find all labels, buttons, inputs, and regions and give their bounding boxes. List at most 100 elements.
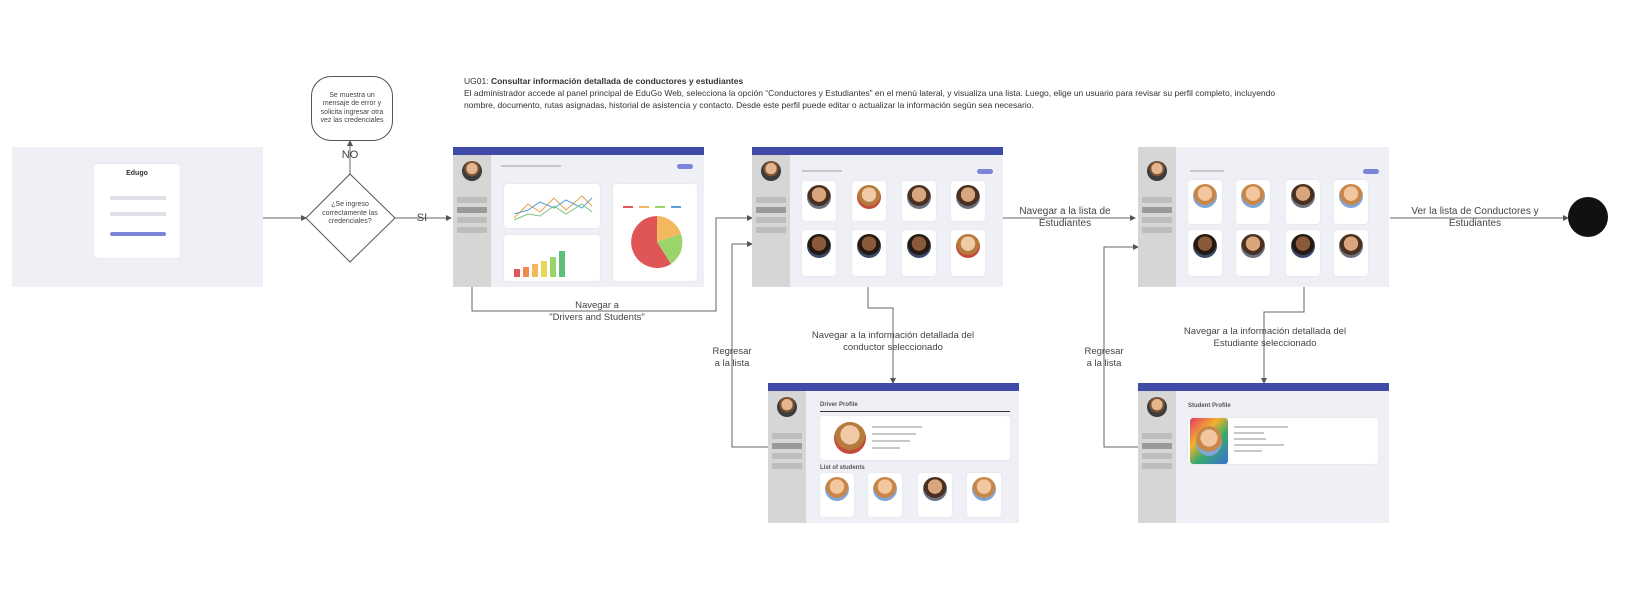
sidebar-item-logout[interactable] bbox=[1142, 227, 1172, 233]
driver-info-card bbox=[820, 416, 1010, 460]
edge-label-to-end: Ver la lista de Conductores y Estudiante… bbox=[1411, 206, 1539, 229]
username-field[interactable] bbox=[110, 196, 166, 200]
drivers-list-screen bbox=[752, 147, 1003, 287]
student-profile-title: Student Profile bbox=[1188, 403, 1231, 409]
sidebar-item-drivers-students[interactable] bbox=[457, 207, 487, 213]
drivers-action-button[interactable] bbox=[977, 169, 993, 174]
usecase-code: UG01: bbox=[464, 76, 489, 86]
login-app-name: Edugo bbox=[126, 170, 148, 177]
student-photo bbox=[1291, 184, 1315, 208]
sidebar-item-routes[interactable] bbox=[1142, 217, 1172, 223]
usecase-body: El administrador accede al panel princip… bbox=[464, 88, 1276, 110]
sidebar-item-logout[interactable] bbox=[772, 463, 802, 469]
edge-label-back-drivers: Regresar a la lista bbox=[712, 346, 752, 369]
student-card[interactable] bbox=[1286, 230, 1320, 276]
sidebar-item-drivers-students[interactable] bbox=[772, 443, 802, 449]
student-photo bbox=[1241, 184, 1265, 208]
sidebar-item-dashboard[interactable] bbox=[457, 197, 487, 203]
driver-photo bbox=[907, 185, 931, 209]
student-card[interactable] bbox=[1236, 230, 1270, 276]
driver-photo bbox=[807, 185, 831, 209]
error-message-text: Se muestra un mensaje de error y solicit… bbox=[320, 91, 384, 125]
student-card[interactable] bbox=[868, 473, 902, 517]
login-button[interactable] bbox=[110, 232, 166, 236]
student-card[interactable] bbox=[918, 473, 952, 517]
sidebar-item-logout[interactable] bbox=[1142, 463, 1172, 469]
edge-label-to-drivers: Navegar a "Drivers and Students" bbox=[549, 300, 645, 323]
end-node bbox=[1568, 197, 1608, 237]
sidebar-item-dashboard[interactable] bbox=[756, 197, 786, 203]
sidebar-item-routes[interactable] bbox=[772, 453, 802, 459]
pie-chart-icon bbox=[623, 206, 683, 268]
driver-photo bbox=[857, 185, 881, 209]
student-face bbox=[1196, 426, 1222, 456]
dashboard-sidebar bbox=[453, 155, 491, 287]
student-photo bbox=[1291, 234, 1315, 258]
student-card[interactable] bbox=[1188, 230, 1222, 276]
decision-diamond bbox=[305, 173, 396, 263]
student-card[interactable] bbox=[1334, 180, 1368, 224]
student-card[interactable] bbox=[967, 473, 1001, 517]
sidebar-item-dashboard[interactable] bbox=[772, 433, 802, 439]
admin-avatar bbox=[462, 161, 482, 181]
student-card[interactable] bbox=[1286, 180, 1320, 224]
edge-detail-back-drivers bbox=[731, 241, 768, 448]
sidebar-item-routes[interactable] bbox=[1142, 453, 1172, 459]
sidebar-item-routes[interactable] bbox=[457, 217, 487, 223]
student-card[interactable] bbox=[1236, 180, 1270, 224]
driver-card[interactable] bbox=[951, 181, 985, 221]
dashboard-topbar bbox=[453, 147, 704, 155]
sidebar-item-logout[interactable] bbox=[756, 227, 786, 233]
title-underline bbox=[820, 411, 1010, 412]
driver-profile-photo bbox=[834, 422, 866, 454]
sidebar-item-routes[interactable] bbox=[756, 217, 786, 223]
students-search[interactable] bbox=[1190, 170, 1224, 172]
student-card[interactable] bbox=[1334, 230, 1368, 276]
driver-card[interactable] bbox=[852, 181, 886, 221]
student-photo bbox=[1193, 234, 1217, 258]
driver-info-line bbox=[872, 433, 916, 435]
login-card: Edugo bbox=[94, 164, 180, 258]
driver-card[interactable] bbox=[951, 230, 985, 276]
sidebar-item-dashboard[interactable] bbox=[1142, 197, 1172, 203]
sidebar-item-dashboard[interactable] bbox=[1142, 433, 1172, 439]
student-info-line bbox=[1234, 426, 1288, 428]
admin-avatar bbox=[761, 161, 781, 181]
driver-card[interactable] bbox=[902, 230, 936, 276]
edge-label-back-students: Regresar a la lista bbox=[1084, 346, 1124, 369]
students-sidebar bbox=[1138, 147, 1176, 287]
student-profile-topbar bbox=[1138, 383, 1389, 391]
sidebar-item-drivers-students[interactable] bbox=[1142, 443, 1172, 449]
password-field[interactable] bbox=[110, 212, 166, 216]
drivers-sidebar bbox=[752, 155, 790, 287]
driver-students-title: List of students bbox=[820, 465, 865, 471]
driver-card[interactable] bbox=[802, 230, 836, 276]
student-card[interactable] bbox=[1188, 180, 1222, 224]
driver-card[interactable] bbox=[902, 181, 936, 221]
student-profile-screen: Student Profile bbox=[1138, 383, 1389, 523]
sidebar-item-logout[interactable] bbox=[457, 227, 487, 233]
driver-photo bbox=[956, 185, 980, 209]
student-photo bbox=[1339, 184, 1363, 208]
students-action-button[interactable] bbox=[1363, 169, 1379, 174]
pie-chart-card bbox=[613, 184, 697, 281]
student-profile-sidebar bbox=[1138, 391, 1176, 523]
dashboard-action-button[interactable] bbox=[677, 164, 693, 169]
student-info-line bbox=[1234, 444, 1284, 446]
driver-card[interactable] bbox=[852, 230, 886, 276]
students-list-screen bbox=[1138, 147, 1389, 287]
line-chart-card bbox=[504, 184, 600, 228]
drivers-topbar bbox=[752, 147, 1003, 155]
student-card[interactable] bbox=[820, 473, 854, 517]
driver-photo bbox=[807, 234, 831, 258]
sidebar-item-drivers-students[interactable] bbox=[1142, 207, 1172, 213]
edge-students-detail bbox=[1261, 274, 1305, 384]
drivers-search[interactable] bbox=[802, 170, 842, 172]
driver-info-line bbox=[872, 426, 922, 428]
admin-avatar bbox=[777, 397, 797, 417]
student-info-line bbox=[1234, 432, 1264, 434]
dashboard-search[interactable] bbox=[501, 165, 561, 167]
student-photo bbox=[1193, 184, 1217, 208]
sidebar-item-drivers-students[interactable] bbox=[756, 207, 786, 213]
driver-card[interactable] bbox=[802, 181, 836, 221]
